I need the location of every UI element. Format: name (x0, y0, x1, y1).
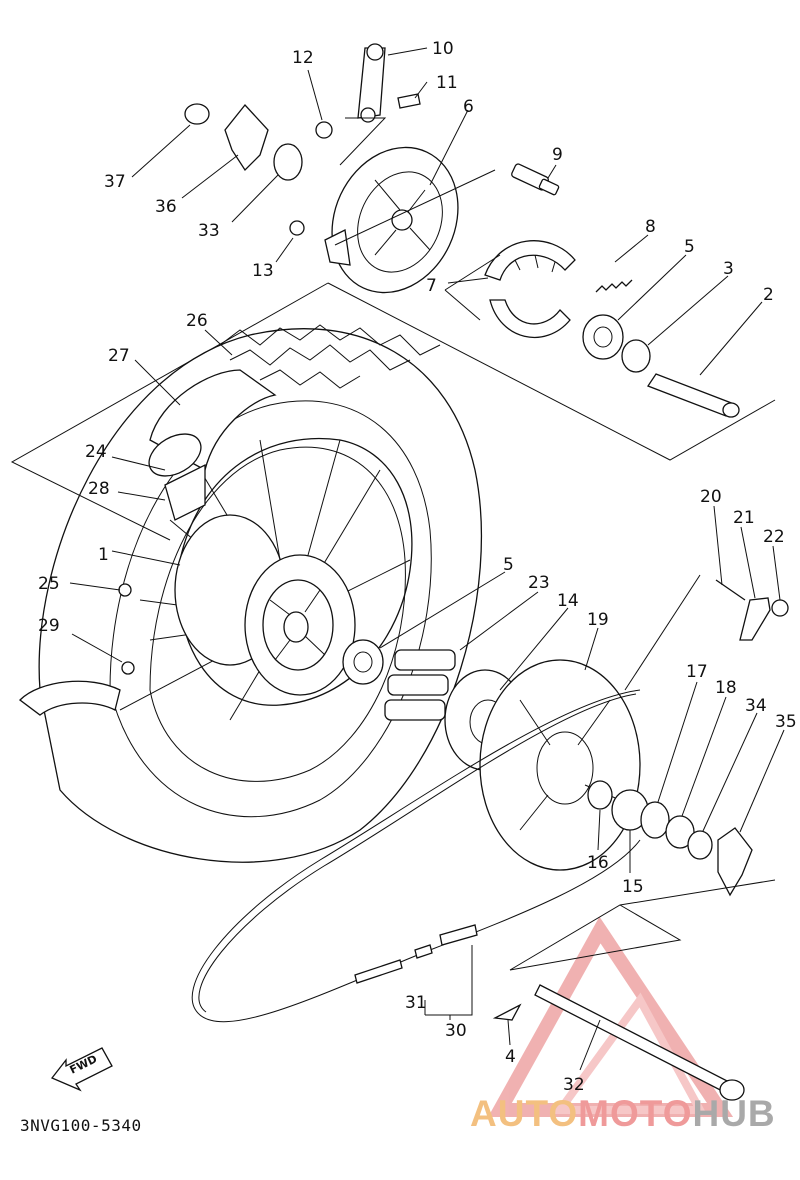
tire-tread (219, 324, 441, 389)
part-label-19: 19 (587, 610, 609, 630)
wheel-rim (177, 437, 413, 706)
part-label-8: 8 (645, 217, 656, 237)
brake-camshaft (511, 163, 560, 196)
part-label-21: 21 (733, 508, 755, 528)
reference-lines (10, 117, 776, 971)
watermark-text: AUTOMOTOHUB (470, 1093, 776, 1135)
part-label-31: 31 (405, 993, 427, 1013)
axle-nut (184, 103, 210, 125)
bearing-left (342, 639, 384, 685)
rim-band (164, 463, 206, 521)
chain-links (354, 924, 478, 984)
watermark-logo (488, 916, 734, 1117)
part-label-17: 17 (686, 662, 708, 682)
damper (384, 649, 456, 721)
part-label-28: 28 (88, 479, 110, 499)
part-label-16: 16 (587, 853, 609, 873)
axle (534, 984, 745, 1101)
inner-tube (148, 369, 277, 477)
brake-spring (595, 279, 633, 293)
part-label-32: 32 (563, 1075, 585, 1095)
drive-chain (191, 689, 641, 1023)
part-label-36: 36 (155, 197, 177, 217)
watermark-part3: HUB (692, 1093, 776, 1134)
fwd-arrow: FWD (50, 1047, 113, 1092)
brake-shoe-plate (324, 146, 459, 294)
part-label-34: 34 (745, 696, 767, 716)
collar-34 (687, 830, 713, 860)
part-label-25: 25 (38, 574, 60, 594)
part-labels: 1 2 3 4 5 5 6 7 8 9 10 11 12 13 14 15 16… (38, 39, 797, 1095)
part-label-11: 11 (436, 73, 458, 93)
part-label-24: 24 (85, 442, 107, 462)
watermark-part1: AUTO (470, 1093, 579, 1134)
adjust-bolt (715, 579, 746, 601)
adjust-plate (739, 597, 771, 641)
part-label-3: 3 (723, 259, 734, 279)
chain-clip (492, 1003, 522, 1021)
watermark-part2: MOTO (578, 1093, 693, 1134)
part-label-10: 10 (432, 39, 454, 59)
part-label-35: 35 (775, 712, 797, 732)
part-label-26: 26 (186, 311, 208, 331)
part-label-37: 37 (104, 172, 126, 192)
part-label-12: 12 (292, 48, 314, 68)
oil-seal (621, 339, 651, 373)
brake-shoes (484, 240, 576, 339)
spoke-nipple (118, 583, 132, 597)
nut-small (289, 220, 305, 236)
adjust-nut (771, 599, 789, 617)
chain-puller-left (224, 104, 269, 172)
part-label-5b: 5 (503, 555, 514, 575)
collar-16 (587, 780, 613, 810)
spacer (647, 373, 735, 417)
part-label-9: 9 (552, 145, 563, 165)
part-label-30: 30 (445, 1021, 467, 1041)
part-label-5a: 5 (684, 237, 695, 257)
collar (273, 143, 303, 181)
part-label-18: 18 (715, 678, 737, 698)
leader-lines (69, 47, 785, 1071)
valve-cap (121, 661, 135, 675)
camshaft-lever (357, 43, 386, 123)
part-label-1: 1 (98, 545, 109, 565)
part-label-15: 15 (622, 877, 644, 897)
collar-18 (665, 815, 695, 849)
rear-tire (19, 324, 483, 863)
nut (315, 121, 333, 139)
part-label-4: 4 (505, 1047, 516, 1067)
part-label-2: 2 (763, 285, 774, 305)
part-label-20: 20 (700, 487, 722, 507)
part-label-29: 29 (38, 616, 60, 636)
part-label-23: 23 (528, 573, 550, 593)
part-label-27: 27 (108, 346, 130, 366)
bearing-right (582, 314, 624, 360)
part-label-7: 7 (426, 276, 437, 296)
part-label-6: 6 (463, 97, 474, 117)
part-label-22: 22 (763, 527, 785, 547)
part-label-13: 13 (252, 261, 274, 281)
sprocket (479, 659, 641, 871)
bolt (397, 93, 421, 109)
drawing-code: 3NVG100-5340 (20, 1116, 142, 1135)
seal-17 (640, 801, 670, 839)
wheel-hub (174, 514, 356, 696)
part-label-33: 33 (198, 221, 220, 241)
part-label-14: 14 (557, 591, 579, 611)
chain-puller-right (717, 827, 753, 897)
